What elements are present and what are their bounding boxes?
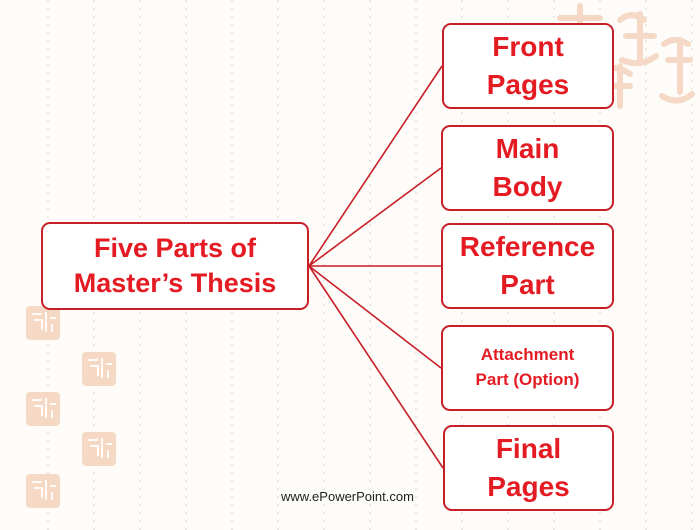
- node-label-line2: Body: [492, 171, 563, 202]
- node-final-pages: Final Pages: [443, 425, 614, 511]
- root-node: Five Parts of Master’s Thesis: [41, 222, 309, 310]
- node-front-pages: Front Pages: [442, 23, 614, 109]
- node-label-line2: Part: [500, 269, 555, 300]
- node-label-line2: Pages: [487, 471, 570, 502]
- node-label-line1: Reference: [459, 231, 596, 263]
- node-reference-part: Reference Part: [441, 223, 614, 309]
- node-attachment-part: Attachment Part (Option): [441, 325, 614, 411]
- node-label-line1: Front: [492, 31, 564, 63]
- node-label-line1: Final: [495, 433, 562, 465]
- node-label-line1: Main: [495, 133, 560, 165]
- node-label-line2: Pages: [486, 69, 570, 100]
- node-main-body: Main Body: [441, 125, 614, 211]
- node-label-line1: Attachment: [480, 345, 575, 365]
- node-label-line2: Part (Option): [475, 370, 580, 389]
- root-label-line1: Five Parts of: [93, 232, 257, 263]
- website-watermark: www.ePowerPoint.com: [281, 489, 414, 504]
- root-label-line2: Master’s Thesis: [73, 268, 277, 298]
